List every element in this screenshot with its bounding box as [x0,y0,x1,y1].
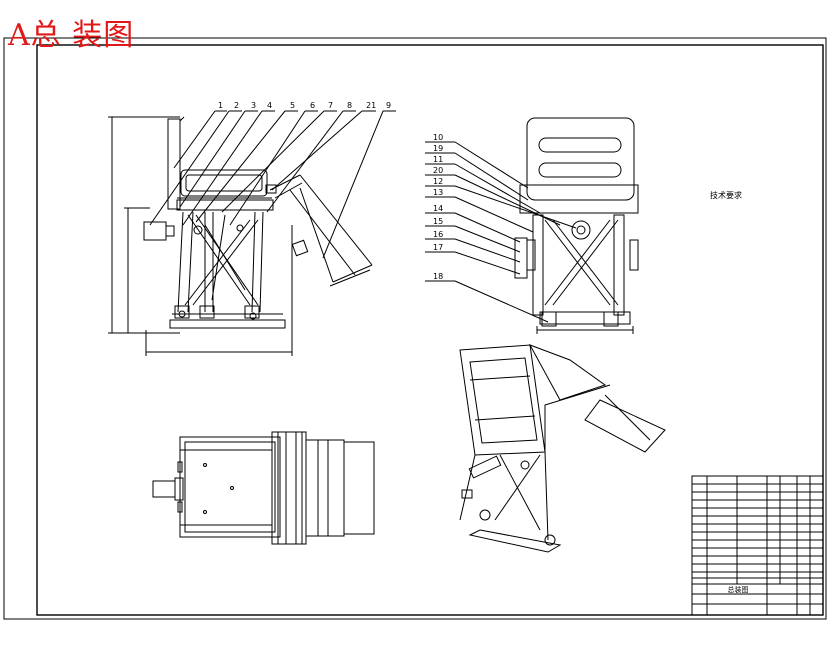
front-callout-20: 20 [433,166,443,175]
side-callout-labels: 1 2 3 4 5 6 7 8 21 9 [218,101,391,110]
title-block [691,475,824,616]
front-callout-13: 13 [433,188,443,197]
front-callout-12: 12 [433,177,443,186]
front-callout-19: 19 [433,144,443,153]
page-title: A总 装图 [8,18,135,53]
front-callout-14: 14 [433,204,443,213]
side-callout-6: 6 [310,101,315,110]
side-callout-21: 21 [366,101,376,110]
title-block-drawing-name: 总装图 [728,585,749,594]
front-callout-15: 15 [433,217,443,226]
side-callout-7: 7 [328,101,333,110]
front-callout-11: 11 [433,155,443,164]
front-view [425,117,639,334]
side-callout-5: 5 [290,101,295,110]
front-callout-10: 10 [433,133,443,142]
iso-view [459,344,666,553]
side-callout-2: 2 [234,101,239,110]
tech-requirements-title: 技术要求 [710,190,742,200]
side-callout-8: 8 [347,101,352,110]
inner-border [36,44,824,616]
front-callout-17: 17 [433,243,443,252]
side-callout-3: 3 [251,101,256,110]
outer-border [3,37,827,620]
front-callout-labels: 10 19 11 20 12 13 14 15 16 17 18 [433,133,443,281]
side-view [108,110,396,356]
top-view [152,431,375,545]
side-callout-4: 4 [267,101,272,110]
side-callout-1: 1 [218,101,223,110]
front-callout-18: 18 [433,272,443,281]
side-callout-9: 9 [386,101,391,110]
front-callout-16: 16 [433,230,443,239]
